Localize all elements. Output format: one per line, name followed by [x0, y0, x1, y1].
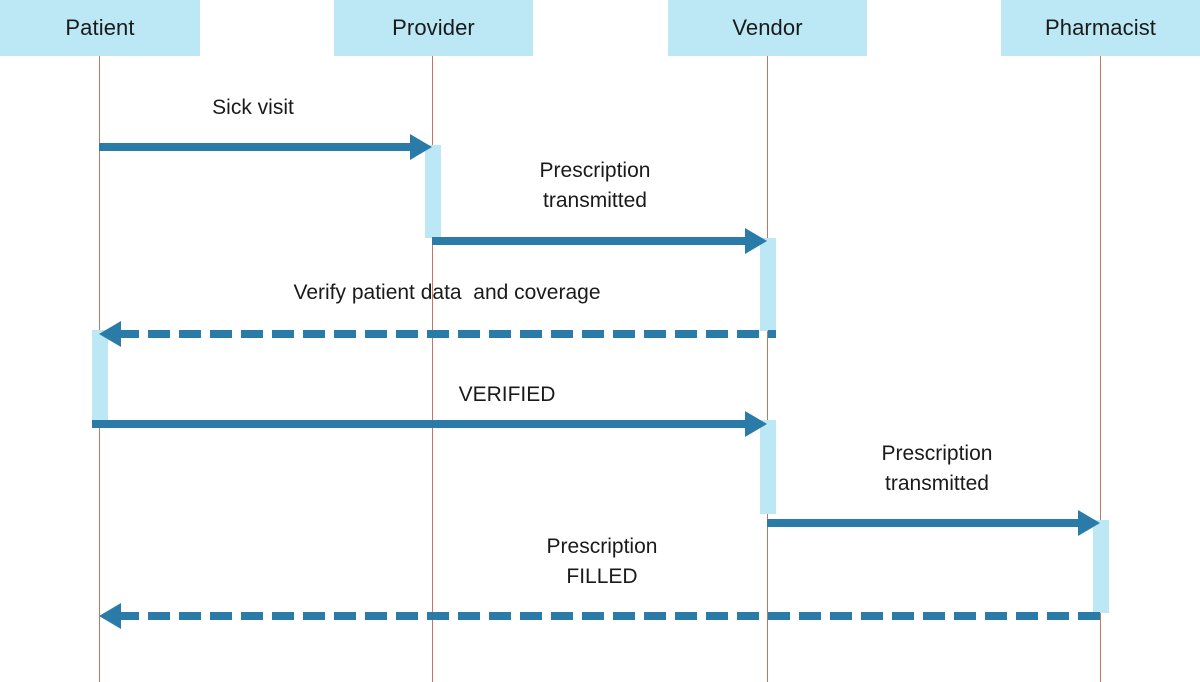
- message-line: [99, 143, 414, 151]
- lifeline-provider: [432, 56, 433, 682]
- participant-label: Vendor: [732, 15, 803, 40]
- message-line: [432, 237, 749, 245]
- activation-bar-patient: [92, 330, 108, 424]
- arrowhead-right-icon: [1078, 510, 1100, 536]
- message-label-m4: VERIFIED: [458, 383, 556, 406]
- lifeline-vendor: [767, 56, 768, 682]
- activation-bar-vendor: [760, 238, 776, 331]
- message-line: [767, 519, 1082, 527]
- arrowhead-right-icon: [745, 411, 767, 437]
- participant-label: Patient: [65, 15, 135, 40]
- message-label-m5: Prescription transmitted: [881, 442, 993, 495]
- message-line: [117, 612, 1108, 620]
- message-label-m6: Prescription FILLED: [546, 535, 658, 588]
- message-line: [92, 420, 749, 428]
- message-line: [117, 330, 776, 338]
- message-label-m3: Verify patient data and coverage: [293, 281, 601, 304]
- arrowhead-left-icon: [99, 603, 121, 629]
- message-label-m2: Prescription transmitted: [539, 159, 651, 212]
- arrowhead-right-icon: [745, 228, 767, 254]
- activation-bar-pharmacist: [1093, 520, 1109, 613]
- participant-patient[interactable]: Patient: [0, 0, 200, 56]
- lifeline-pharmacist: [1100, 56, 1101, 682]
- arrowhead-left-icon: [99, 321, 121, 347]
- message-label-m1: Sick visit: [212, 96, 294, 119]
- participant-pharmacist[interactable]: Pharmacist: [1001, 0, 1200, 56]
- activation-bar-vendor: [760, 420, 776, 514]
- arrowhead-right-icon: [410, 134, 432, 160]
- participant-label: Provider: [392, 15, 475, 40]
- activation-bar-provider: [425, 145, 441, 238]
- participant-vendor[interactable]: Vendor: [668, 0, 867, 56]
- participant-label: Pharmacist: [1044, 15, 1157, 40]
- participant-provider[interactable]: Provider: [334, 0, 533, 56]
